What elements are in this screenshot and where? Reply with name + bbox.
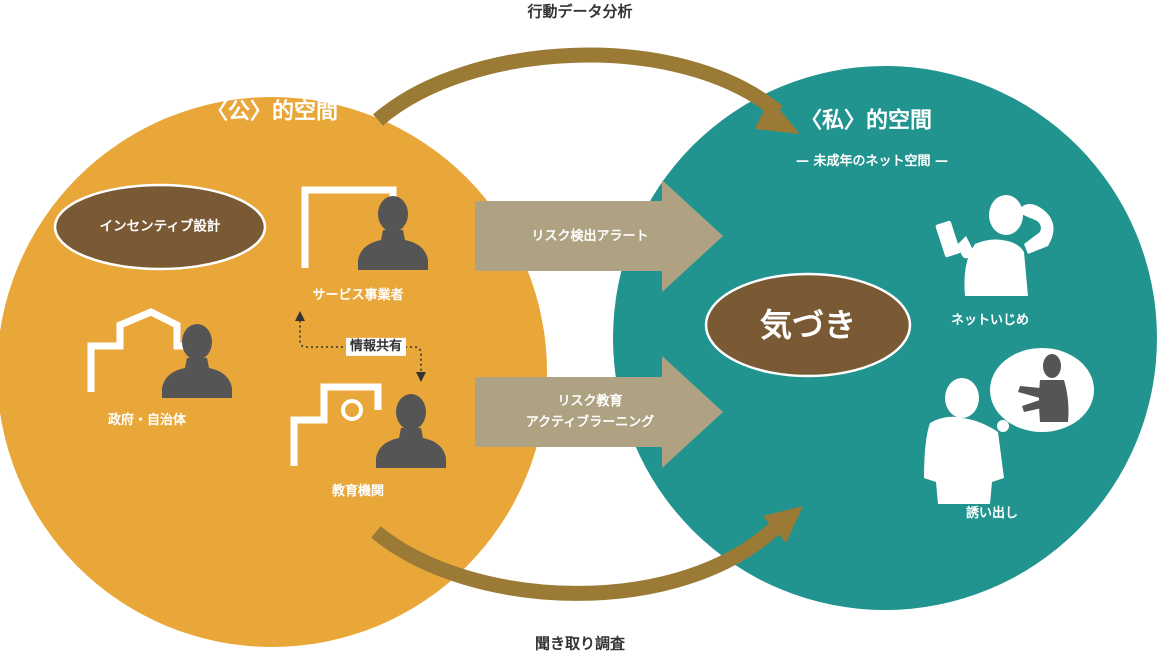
distressed-person-icon (958, 195, 1054, 296)
education-label: 教育機関 (331, 483, 385, 499)
school-clock-icon (341, 399, 363, 421)
bullying-label: ネットいじめ (950, 312, 1030, 328)
school-building-icon (290, 383, 382, 466)
info-share-arrow-up (299, 320, 348, 348)
public-space-title: 〈公〉的空間 (205, 99, 339, 125)
government-building-icon (87, 308, 187, 392)
public-space-circle (0, 97, 547, 647)
education-arrow-label-1: リスク教育 (557, 393, 623, 409)
top-curved-arrow (373, 47, 783, 126)
top-arrow-label: 行動データ分析 (527, 2, 633, 21)
government-label: 政府・自治体 (107, 412, 187, 428)
incentive-label: インセンティブ設計 (99, 218, 221, 235)
bottom-curved-arrow (371, 519, 784, 601)
top-arrowhead (755, 98, 800, 134)
info-sharing-label: 情報共有 (345, 337, 407, 357)
incentive-ellipse (53, 183, 267, 271)
info-share-arrowhead-down (416, 372, 426, 382)
info-share-arrowhead-up (295, 311, 305, 321)
info-share-arrow-down (405, 346, 422, 372)
education-arrow (475, 356, 723, 468)
service-provider-label: サービス事業者 (312, 287, 404, 303)
awareness-label: 気づき (759, 306, 857, 344)
awareness-ellipse (704, 272, 912, 378)
private-space-title: 〈私〉的空間 (799, 108, 933, 134)
solicitation-label: 誘い出し (965, 505, 1019, 521)
education-arrow-label-2: アクティブラーニング (525, 414, 655, 430)
alert-arrow (475, 180, 723, 292)
bottom-arrow-label: 聞き取り調査 (534, 634, 626, 653)
alert-arrow-label: リスク検出アラート (531, 228, 649, 244)
private-space-subtitle: — 未成年のネット空間 — (795, 153, 949, 169)
bottom-arrowhead (763, 506, 803, 543)
phone-icon (935, 220, 961, 258)
stranger-icon (1018, 354, 1069, 422)
child-person-icon (924, 378, 1004, 504)
